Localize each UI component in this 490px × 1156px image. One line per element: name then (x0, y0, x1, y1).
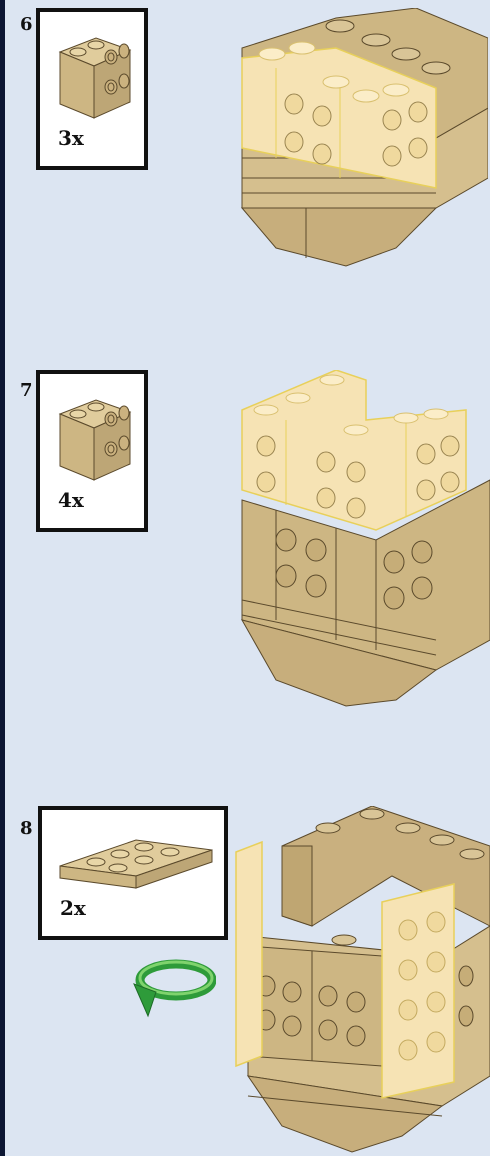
parts-callout: 2x (38, 806, 228, 940)
part-brick-studs-on-side-image (54, 384, 134, 484)
step-8-model-image (232, 806, 490, 1156)
part-quantity: 3x (58, 126, 84, 150)
part-quantity: 2x (60, 896, 86, 920)
part-plate-2x4-image (56, 820, 216, 890)
part-brick-studs-on-side-image (54, 22, 134, 122)
step-number: 8 (20, 818, 33, 839)
step-6-model-image (236, 8, 488, 270)
rotate-model-arrow-icon (130, 954, 216, 1020)
step-8: 8 2x (0, 806, 490, 1156)
step-6: 6 3x (0, 8, 490, 308)
step-7: 7 4x (0, 370, 490, 710)
parts-callout: 4x (36, 370, 148, 532)
step-number: 7 (20, 380, 33, 401)
step-number: 6 (20, 14, 33, 35)
step-7-model-image (236, 370, 490, 710)
part-quantity: 4x (58, 488, 84, 512)
parts-callout: 3x (36, 8, 148, 170)
